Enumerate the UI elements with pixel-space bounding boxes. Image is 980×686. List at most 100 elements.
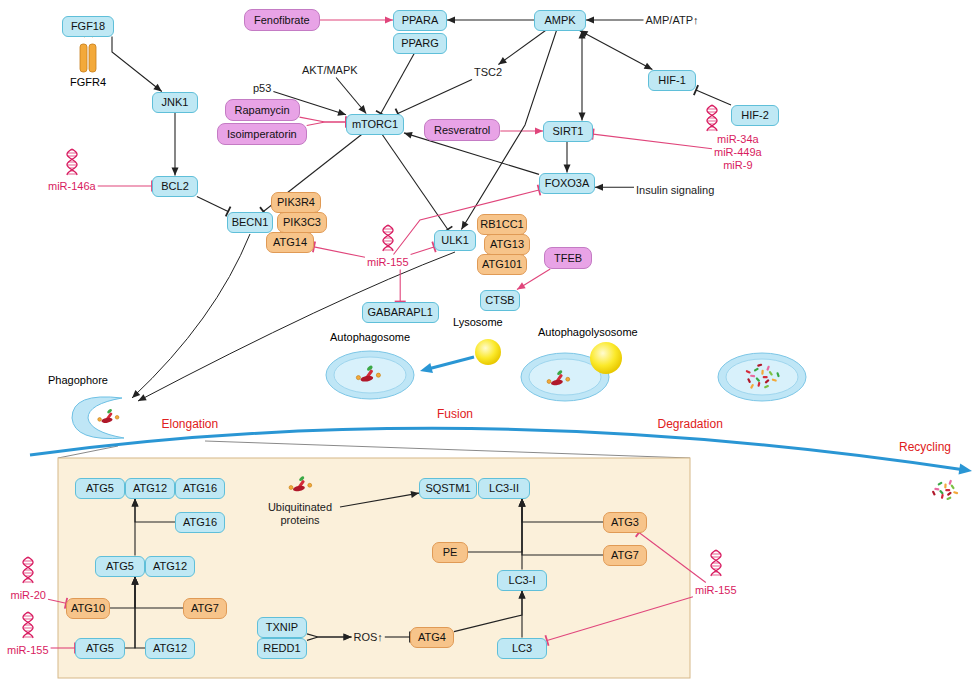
activation-line: [580, 31, 653, 70]
activation-line: [522, 499, 603, 523]
helix-rung: [24, 564, 33, 565]
protein-box: BECN1: [227, 212, 273, 233]
connector: [580, 31, 653, 70]
activation-line: [498, 31, 545, 65]
arrow-head: [519, 499, 526, 507]
inhibition-line: [314, 247, 365, 257]
pathway-text: Insulin signaling: [634, 183, 716, 198]
mirna-label: miR-155: [5, 643, 51, 658]
cargo-dot: [356, 376, 360, 380]
protein-box: ATG5: [95, 556, 145, 577]
complex-subunit-box: ATG101: [477, 254, 527, 275]
connector: [519, 499, 604, 523]
arrow-head: [411, 491, 419, 498]
node-text: miR-155: [367, 256, 409, 269]
connector: [579, 31, 586, 121]
activation-line: [454, 591, 522, 632]
arrow-head: [595, 184, 603, 191]
degradation-inner: [726, 359, 798, 395]
pathway-text: AKT/MAPK: [300, 63, 360, 78]
pathway-text: TSC2: [472, 65, 504, 80]
fragment: [754, 367, 759, 371]
node-text: Rapamycin: [235, 104, 290, 117]
helix-rung: [711, 554, 720, 555]
arrow-head: [138, 394, 147, 401]
helix-strand: [383, 225, 393, 251]
complex-subunit-box: ATG3: [603, 512, 647, 533]
drug-box: Fenofibrate: [244, 9, 320, 31]
connector: [411, 242, 436, 255]
helix-rung: [68, 156, 77, 157]
helix-rung: [24, 619, 33, 620]
helix-rung: [67, 174, 77, 175]
arrow-head: [132, 577, 139, 585]
structure-label: Phagophore: [48, 374, 108, 387]
fragment: [745, 370, 750, 374]
connector: [110, 577, 139, 609]
protein-box: ATG12: [125, 478, 175, 499]
fragment: [772, 378, 777, 381]
connector: [545, 597, 693, 646]
connector: [396, 79, 472, 118]
drug-box: TFEB: [544, 247, 592, 269]
node-text: ATG5: [86, 482, 114, 495]
node-text: LC3-II: [489, 482, 519, 495]
connector: [447, 17, 534, 24]
fragment: [950, 484, 955, 489]
fragment: [757, 363, 762, 366]
fragment: [766, 365, 770, 370]
receptor: [80, 44, 87, 72]
connector: [132, 577, 184, 609]
arrow-head: [404, 132, 413, 139]
complex-subunit-box: ATG10: [66, 598, 110, 619]
helix-rung: [711, 575, 721, 576]
fragment: [947, 491, 952, 496]
arrow-head: [132, 577, 139, 585]
node-text: JNK1: [162, 96, 189, 109]
connector: [454, 591, 526, 632]
arrow-head: [344, 634, 352, 641]
fragment: [946, 496, 951, 500]
node-text: AMP/ATP↑: [646, 14, 699, 27]
protein-box: ATG5: [75, 478, 125, 499]
node-text: PE: [443, 546, 458, 559]
helix-rung: [23, 582, 33, 583]
node-text: ATG5: [106, 560, 134, 573]
helix-rung: [707, 109, 716, 110]
mirna-helix: [383, 225, 393, 251]
node-text: SIRT1: [553, 125, 584, 138]
pathway-text: ROS↑: [352, 630, 385, 645]
connector: [125, 577, 139, 649]
protein-box: TXNIP: [257, 617, 307, 638]
inhibition-line: [263, 135, 361, 212]
structure-label: Autophagosome: [330, 331, 410, 344]
cargo-dot: [566, 377, 570, 381]
protein-box: REDD1: [257, 638, 307, 659]
node-text: LC3-I: [509, 574, 536, 587]
node-text: TXNIP: [266, 621, 298, 634]
mirna-label: miR-34amiR-449amiR-9: [712, 132, 764, 173]
node-text: miR-34a: [717, 133, 759, 146]
complex-subunit-box: ATG7: [183, 598, 227, 619]
protein-box: PPARG: [393, 33, 447, 54]
helix-rung: [23, 628, 33, 629]
connector: [385, 632, 410, 643]
node-text: ROS↑: [354, 631, 383, 644]
node-text: ATG13: [490, 238, 524, 251]
connector: [394, 185, 541, 255]
node-text: AKT/MAPK: [302, 64, 358, 77]
helix-rung: [383, 250, 393, 251]
node-text: ATG4: [418, 631, 446, 644]
helix-strand: [23, 612, 33, 638]
complex-subunit-box: RB1CC1: [477, 214, 527, 235]
protein-box: CTSB: [480, 290, 520, 311]
pathway-arrow: [30, 428, 965, 470]
complex-subunit-box: ATG4: [410, 627, 454, 648]
mirna-helix: [67, 149, 77, 175]
cargo-protein: [101, 417, 113, 424]
protein-box: LC3-II: [478, 478, 530, 499]
activation-line: [110, 577, 135, 609]
arrow-head: [385, 17, 393, 24]
node-text: Insulin signaling: [636, 184, 714, 197]
connector: [595, 184, 634, 191]
